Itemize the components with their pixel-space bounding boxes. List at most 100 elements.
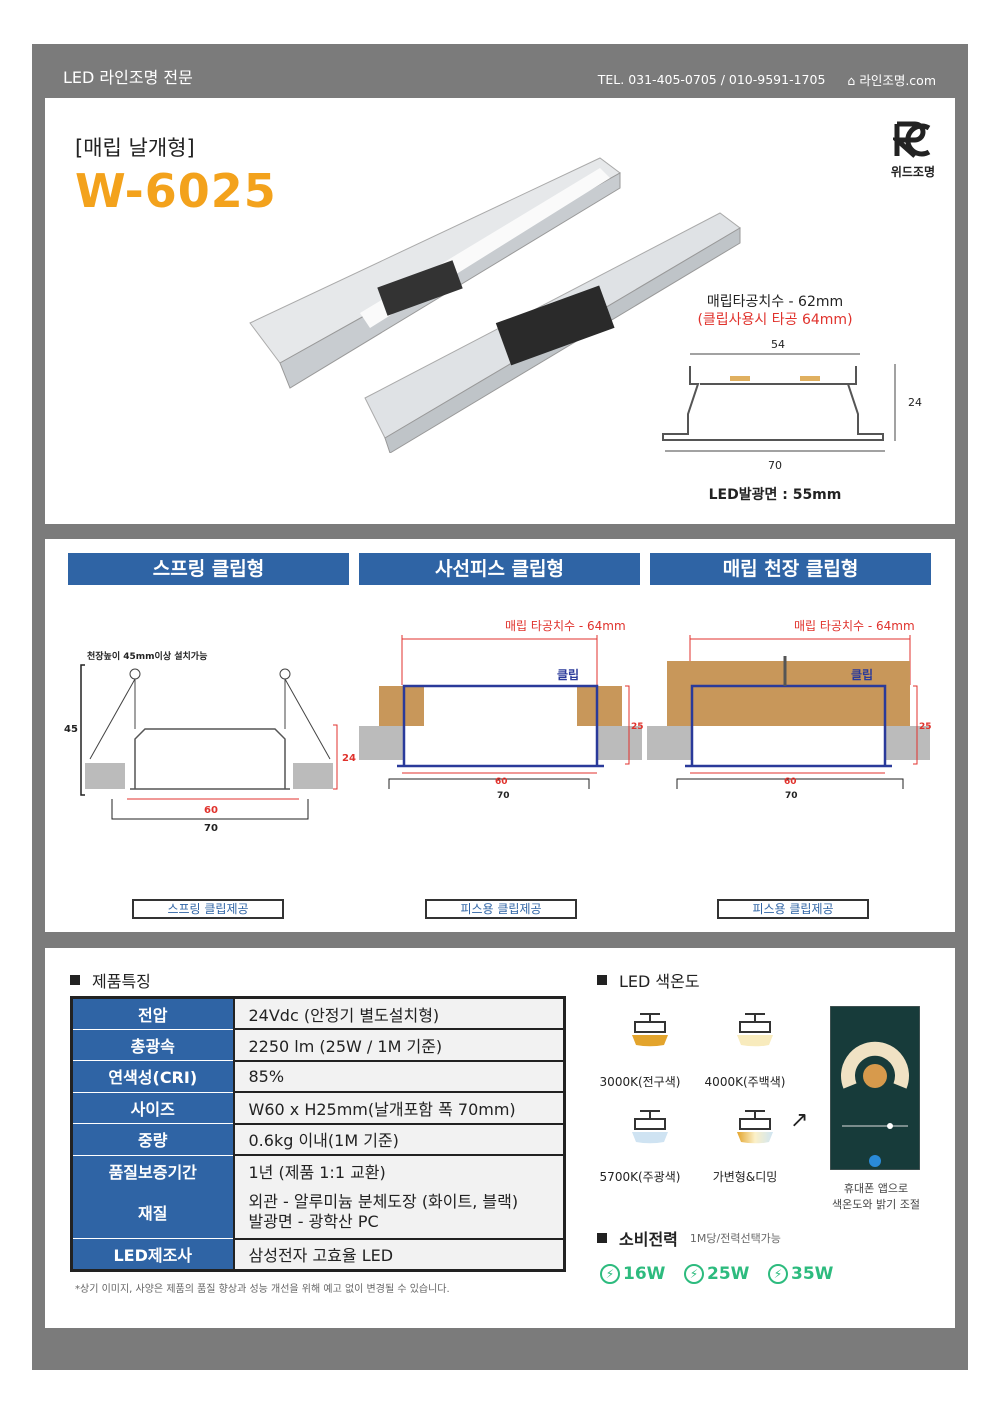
- brand-logo: 위드조명: [890, 120, 935, 180]
- spec-value: W60 x H25mm(날개포함 폭 70mm): [233, 1092, 565, 1125]
- ceiling-clip-provided: 피스용 클립제공: [717, 899, 869, 919]
- spec-key: 품질보증기간: [71, 1155, 235, 1187]
- dim-top: 54: [771, 338, 785, 351]
- ceiling-clip-label: 클립: [851, 668, 874, 682]
- spec-key: 총광속: [71, 1029, 235, 1061]
- spec-value: 0.6kg 이내(1M 기준): [233, 1123, 565, 1156]
- screw-dim-70: 70: [497, 791, 510, 801]
- power-option-16w: ⚡16W: [600, 1264, 665, 1284]
- temp-5700k: 5700K(주광색): [599, 1170, 681, 1184]
- spring-dim-70: 70: [204, 823, 218, 834]
- screw-dim-25: 25: [631, 722, 644, 732]
- power-subtitle: 1M당/전력선택가능: [689, 1232, 781, 1245]
- screw-clip-provided: 피스용 클립제공: [425, 899, 577, 919]
- power-title: 소비전력: [619, 1230, 678, 1249]
- table-row: 연색성(CRI)85%: [71, 1060, 565, 1093]
- spring-dim-60: 60: [204, 805, 218, 816]
- spec-key: 연색성(CRI): [71, 1060, 235, 1093]
- brand-logo-icon: [890, 121, 931, 158]
- spring-dim-45: 45: [64, 724, 78, 735]
- clip-title-screw: 사선피스 클립형: [359, 553, 640, 585]
- spring-dim-24: 24: [342, 753, 356, 764]
- screw-clip-label: 클립: [557, 668, 580, 682]
- disclaimer: *상기 이미지, 사양은 제품의 품질 향상과 성능 개선을 위해 예고 없이 …: [75, 1284, 450, 1295]
- hole-size: 매립타공치수 - 62mm: [706, 294, 844, 310]
- spec-key: 전압: [71, 997, 235, 1030]
- lightning-icon: ⚡: [768, 1264, 788, 1284]
- spec-key: 사이즈: [71, 1092, 235, 1124]
- spec-key: 재질: [71, 1186, 235, 1239]
- power-value: 25W: [707, 1264, 750, 1284]
- dim-bottom: 70: [768, 459, 782, 472]
- spec-value: 외관 - 알루미늄 분체도장 (화이트, 블랙)발광면 - 광학산 PC: [233, 1186, 565, 1240]
- clip-title-spring: 스프링 클립형: [68, 553, 349, 585]
- lightning-icon: ⚡: [600, 1264, 620, 1284]
- ceiling-dim-60: 60: [784, 777, 797, 787]
- product-panel: [매립 날개형] W-6025 위드조명 매립타공치수 - 62mm (클립사용…: [45, 98, 955, 524]
- spec-value-line: 발광면 - 광학산 PC: [248, 1212, 379, 1231]
- website-label: 라인조명.com: [859, 73, 936, 88]
- spring-note: 천장높이 45mm이상 설치가능: [87, 652, 208, 662]
- led-lamp-icons: [632, 1013, 773, 1144]
- screw-clip-diagram: [359, 635, 642, 789]
- hole-size-clip: (클립사용시 타공 64mm): [697, 312, 853, 328]
- temp-4000k: 4000K(주백색): [704, 1075, 786, 1089]
- bullet-square-icon: [597, 1233, 607, 1243]
- home-icon: ⌂: [847, 73, 856, 88]
- power-option-25w: ⚡25W: [684, 1264, 749, 1284]
- specs-title: 제품특징: [92, 972, 151, 991]
- power-value: 16W: [623, 1264, 666, 1284]
- spec-value: 2250 lm (25W / 1M 기준): [233, 1029, 565, 1062]
- temp-tunable: 가변형&디밍: [712, 1170, 778, 1184]
- screw-hole: 매립 타공치수 - 64mm: [505, 619, 626, 633]
- power-option-35w: ⚡35W: [768, 1264, 833, 1284]
- spec-value: 85%: [233, 1060, 565, 1093]
- spec-value: 삼성전자 고효율 LED: [233, 1238, 565, 1270]
- spec-value-line: 외관 - 알루미늄 분체도장 (화이트, 블랙): [248, 1192, 519, 1211]
- bullet-square-icon: [70, 975, 80, 985]
- lightning-icon: ⚡: [684, 1264, 704, 1284]
- pointer-hand-icon: ↗: [790, 1108, 809, 1133]
- dim-height: 24: [908, 396, 922, 409]
- color-temp-heading: LED 색온도: [597, 968, 700, 992]
- specs-heading: 제품특징: [70, 968, 151, 992]
- product-category: [매립 날개형]: [75, 136, 195, 160]
- clip-types-panel: 스프링 클립형 사선피스 클립형 매립 천장 클립형 천장높이 45mm이상 설…: [45, 539, 955, 932]
- app-caption-line: 휴대폰 앱으로: [843, 1182, 909, 1195]
- header-contact: TEL. 031-405-0705 / 010-9591-1705 ⌂ 라인조명…: [598, 70, 936, 89]
- ceiling-hole: 매립 타공치수 - 64mm: [794, 619, 915, 633]
- temp-3000k: 3000K(전구색): [599, 1075, 681, 1089]
- lamp-5700k-icon: [632, 1110, 668, 1144]
- phone-number: TEL. 031-405-0705 / 010-9591-1705: [597, 72, 826, 87]
- app-caption-line: 색온도와 밝기 조절: [832, 1198, 920, 1211]
- ceiling-dim-70: 70: [785, 791, 798, 801]
- ceiling-clip-diagram: [647, 635, 930, 789]
- clip-title-ceiling: 매립 천장 클립형: [650, 553, 931, 585]
- color-temp-title: LED 색온도: [619, 972, 700, 991]
- power-value: 35W: [791, 1264, 834, 1284]
- spring-clip-provided: 스프링 클립제공: [132, 899, 284, 919]
- emitting-width: LED발광면 : 55mm: [708, 487, 842, 503]
- spec-value: 1년 (제품 1:1 교환): [233, 1155, 565, 1187]
- header-title: LED 라인조명 전문: [63, 68, 193, 87]
- website[interactable]: ⌂ 라인조명.com: [847, 70, 936, 89]
- phone-app-screenshot: [830, 1006, 920, 1170]
- power-heading: 소비전력 1M당/전력선택가능: [597, 1226, 781, 1250]
- lamp-3000k-icon: [632, 1013, 668, 1047]
- lamp-4000k-icon: [737, 1013, 773, 1047]
- spec-key: 중량: [71, 1123, 235, 1156]
- cross-section-diagram: [662, 353, 896, 452]
- ceiling-dim-25: 25: [919, 722, 932, 732]
- model-number: W-6025: [75, 164, 277, 218]
- product-image: [249, 157, 741, 453]
